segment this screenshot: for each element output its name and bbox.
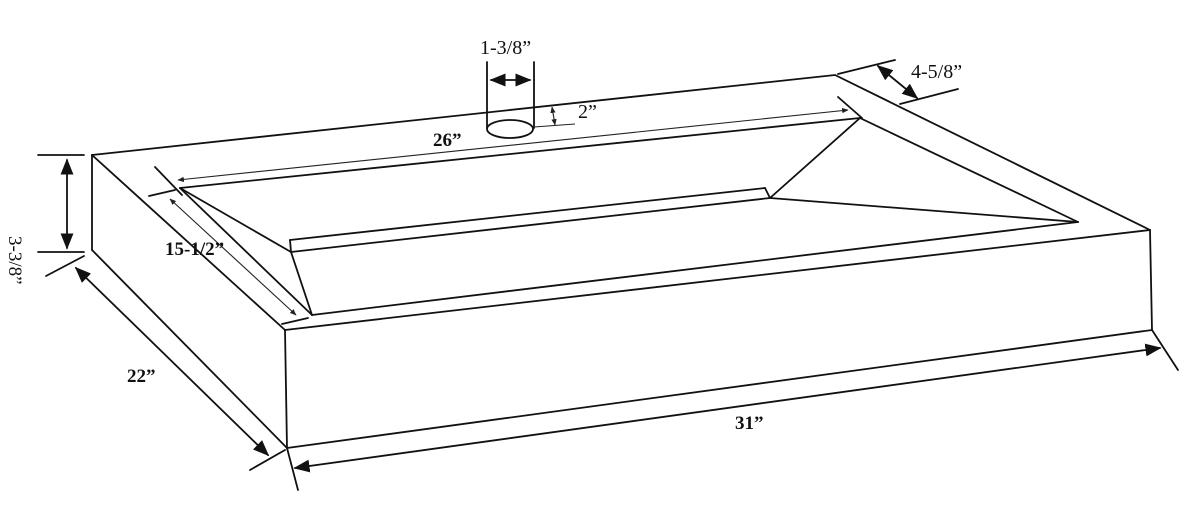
sink-outer-body bbox=[91, 74, 1153, 449]
basin-depth-arrow bbox=[169, 198, 297, 316]
drain-offset-arrow bbox=[550, 106, 557, 126]
basin-length-label: 26” bbox=[433, 130, 462, 151]
drain-offset-label: 2” bbox=[578, 101, 597, 123]
rim-width-label: 4-5/8” bbox=[911, 61, 963, 83]
faucet-hole bbox=[486, 61, 535, 139]
height-label: 3-3/8” bbox=[4, 236, 25, 285]
basin-length-arrow bbox=[177, 107, 849, 183]
basin-depth-label: 15-1/2” bbox=[165, 239, 225, 260]
rim-width-arrow bbox=[876, 64, 919, 100]
sink-basin bbox=[179, 117, 1079, 316]
depth-label: 22” bbox=[127, 366, 156, 387]
length-arrow bbox=[293, 343, 1162, 473]
drain-diameter-label: 1-3/8” bbox=[480, 37, 532, 59]
depth-arrow bbox=[74, 266, 270, 457]
length-label: 31” bbox=[735, 413, 764, 434]
